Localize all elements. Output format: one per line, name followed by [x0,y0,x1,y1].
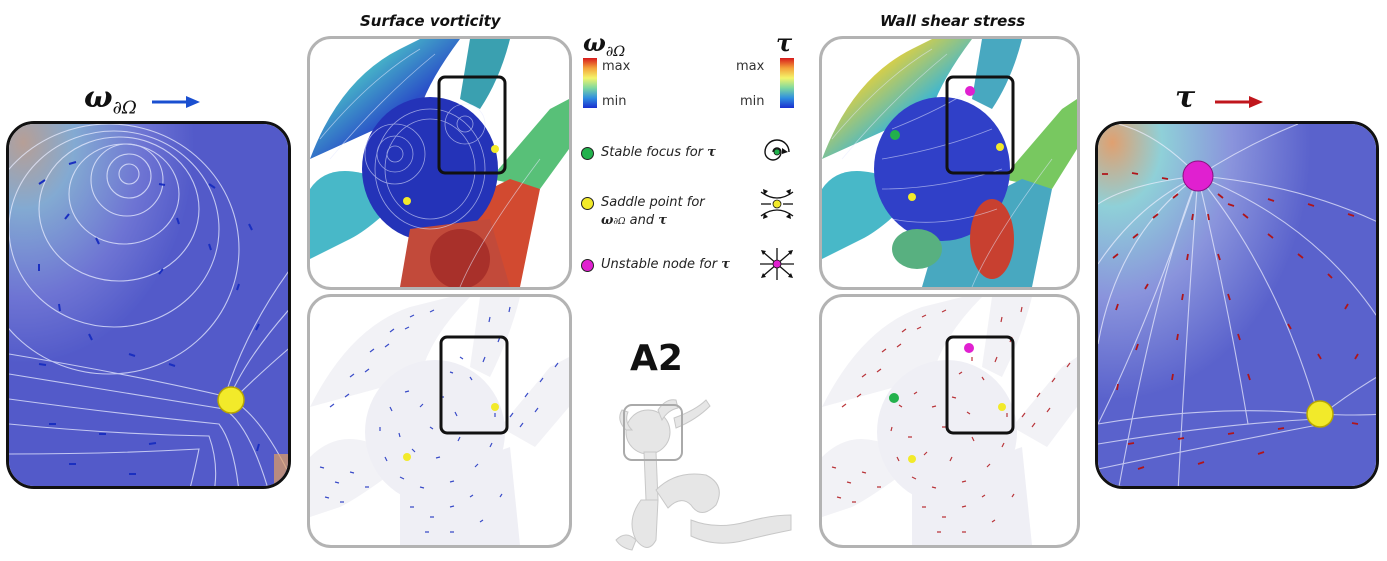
tau-symbol-2: τ [1175,80,1196,115]
vorticity-arrow-glyphs [38,161,260,475]
blue-arrow-icon [152,96,200,108]
unstable-node-dot [581,259,594,272]
saddle-point-marker-2 [1306,400,1334,428]
omega-label-center: ω∂Ω [583,28,625,60]
wall-shear-stress-title: Wall shear stress [880,12,1026,30]
stable-focus-text: Stable focus for [601,145,704,160]
omega-subscript: ∂Ω [112,97,137,119]
wss-surface-panel [819,36,1080,290]
wss-surface-render [822,39,1077,287]
wss-colorbar-max: max [736,59,765,74]
saddle-point-symbol: τ [658,213,668,228]
tau-symbol: τ [776,28,793,57]
omega-symbol-2: ω [583,28,606,57]
saddle-point-label: Saddle point for ω∂Ω and τ [601,194,705,231]
wss-zoom-field [1098,124,1376,486]
vorticity-zoom-field [9,124,288,486]
vorticity-colorbar-min: min [602,94,627,109]
wss-vector-render [822,297,1077,545]
saddle-omega-sub: ∂Ω [613,217,626,227]
vorticity-surface-render [310,39,569,287]
saddle-omega: ω [601,213,614,228]
stable-focus-symbol: τ [707,145,716,160]
wss-colorbar-min: min [740,94,765,109]
wss-vector-panel [819,294,1080,548]
wss-zoom-panel [1095,121,1379,489]
wss-vector-glyphs [831,306,1071,533]
wss-arrow-glyphs [1102,172,1359,470]
case-label: A2 [630,338,683,379]
zoom-region-box-2 [439,335,509,435]
omega-subscript-2: ∂Ω [605,44,626,61]
vorticity-colorbar-max: max [602,59,631,74]
zoom-region-box [437,75,507,175]
omega-label-left: ω∂Ω [84,80,137,118]
wss-colorbar [780,58,794,108]
vorticity-vector-glyphs [319,306,559,533]
vorticity-vector-render [310,297,569,545]
aneurysm-geometry-thumbnail [615,399,792,551]
saddle-point-and: and [629,213,655,228]
saddle-point-dot [581,197,594,210]
omega-symbol: ω [84,80,113,115]
saddle-point-marker [217,386,245,414]
saddle-point-icon [760,189,794,219]
stable-focus-icon [764,139,790,161]
vorticity-colorbar [583,58,597,108]
stable-focus-label: Stable focus for τ [601,144,716,162]
vorticity-surface-panel [307,36,572,290]
tau-label-right: τ [1175,80,1195,115]
vorticity-vector-panel [307,294,572,548]
tau-label-center: τ [776,28,792,57]
unstable-node-icon [760,248,794,280]
unstable-node-text: Unstable node for [601,257,718,272]
surface-vorticity-title: Surface vorticity [360,12,501,30]
unstable-node-symbol: τ [721,257,730,272]
unstable-node-label: Unstable node for τ [601,256,730,274]
saddle-point-text: Saddle point for [601,195,705,210]
zoom-region-box-3 [945,75,1015,175]
red-arrow-icon [1215,96,1263,108]
zoom-region-box-4 [945,335,1015,435]
vorticity-zoom-panel [6,121,291,489]
unstable-node-marker [1182,160,1214,192]
stable-focus-dot [581,147,594,160]
